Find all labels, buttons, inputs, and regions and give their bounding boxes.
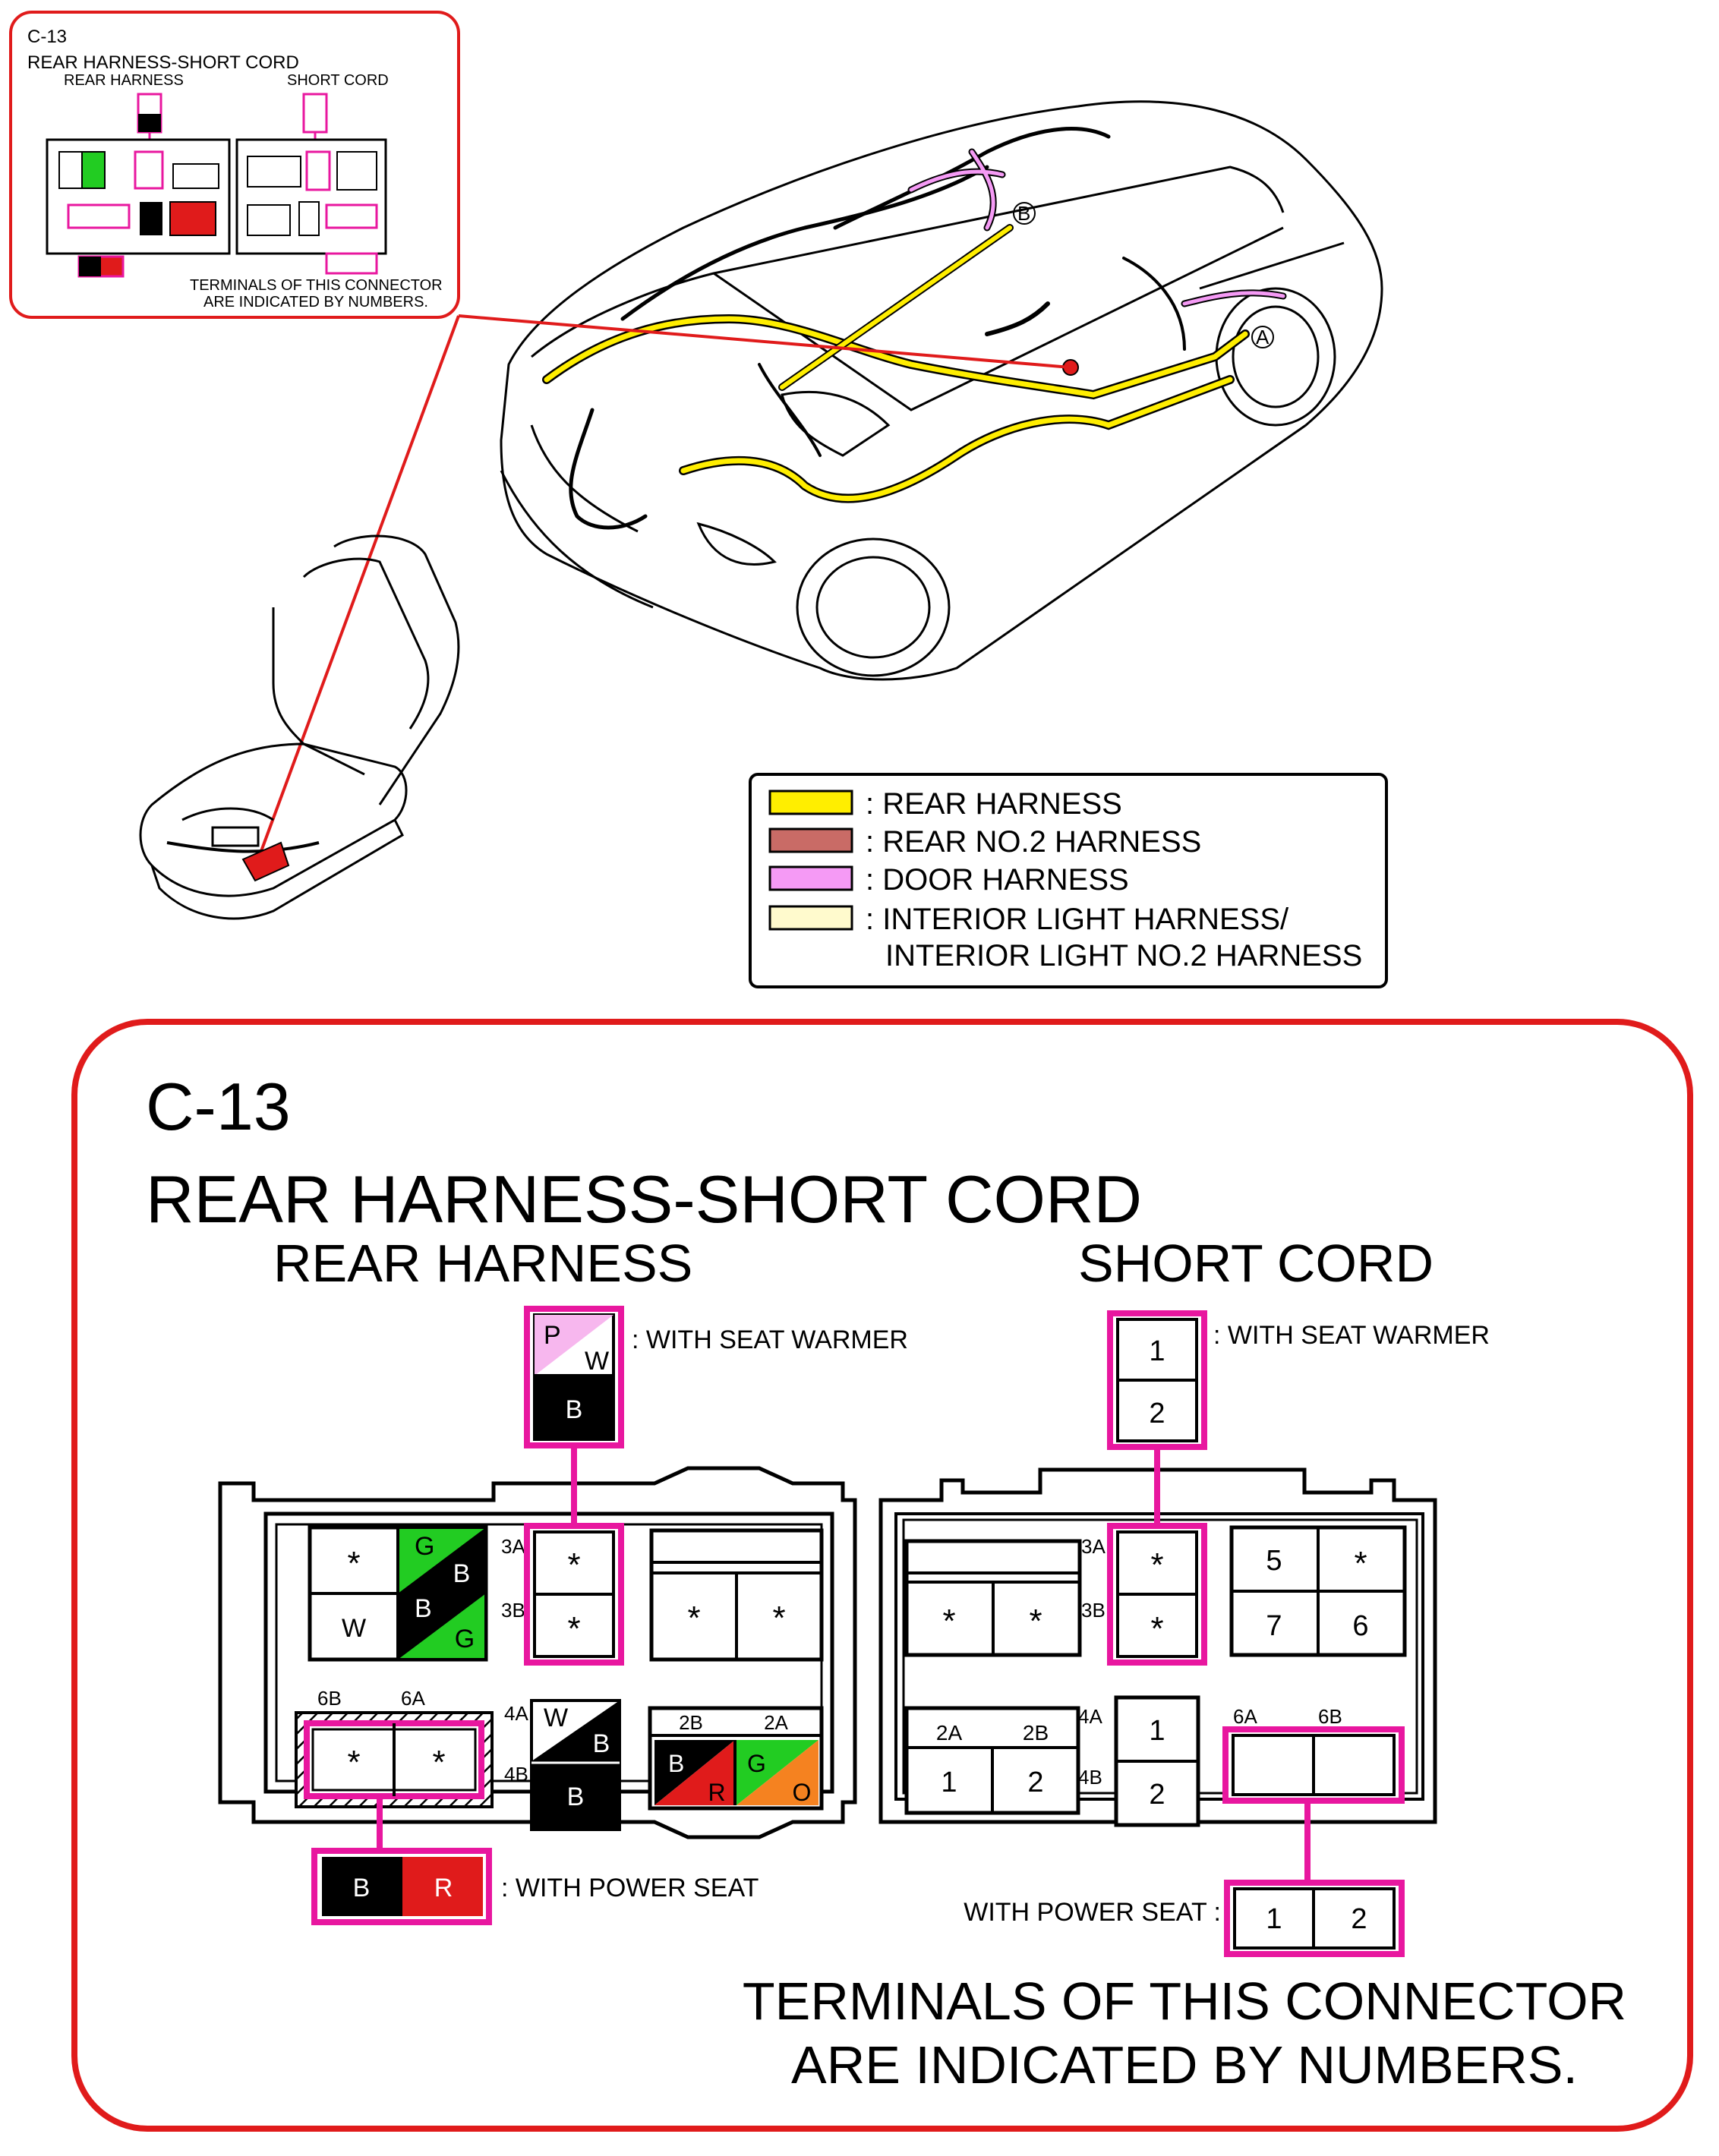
thumb-note-2: ARE INDICATED BY NUMBERS. bbox=[203, 294, 428, 310]
rh-power-b: B bbox=[353, 1874, 371, 1902]
left-connector-name: REAR HARNESS bbox=[273, 1234, 692, 1293]
rh-pin-4a: 4A bbox=[504, 1702, 528, 1725]
legend-label-1: : REAR HARNESS bbox=[866, 787, 1122, 821]
rh-power-seat-label: : WITH POWER SEAT bbox=[501, 1874, 759, 1902]
right-connector-name: SHORT CORD bbox=[1078, 1234, 1434, 1293]
sc-pin-2a: 2A bbox=[936, 1721, 963, 1745]
rh-cell-star-6a: * bbox=[432, 1744, 445, 1781]
rh-wire-g-1: G bbox=[415, 1532, 434, 1561]
sc-pin-6b: 6B bbox=[1318, 1705, 1342, 1728]
rh-wire-g-2: G bbox=[455, 1625, 475, 1653]
rh-warmer-p: P bbox=[544, 1321, 561, 1350]
car-marker-a-ring bbox=[1251, 326, 1274, 348]
thumbnail-inset: C-13 REAR HARNESS-SHORT CORD REAR HARNES… bbox=[9, 11, 460, 319]
terminal-note-1: TERMINALS OF THIS CONNECTOR bbox=[743, 1972, 1626, 2031]
sc-pin-3a: 3A bbox=[1081, 1535, 1106, 1558]
leader-line-car bbox=[458, 314, 1071, 369]
sc-cell-star-5b: * bbox=[1354, 1545, 1367, 1582]
short-cord-connector: * * 3A 3B * * 5 * 7 6 2A 2B 1 2 4A 4B 1 … bbox=[878, 1310, 1490, 1957]
rh-cell-star-3a: * bbox=[567, 1546, 580, 1584]
rh-wire-w-1: W bbox=[342, 1614, 366, 1643]
legend-label-4: : INTERIOR LIGHT HARNESS/ bbox=[866, 903, 1289, 936]
harness-wiring bbox=[542, 127, 1287, 530]
rh-cell-star-1: * bbox=[347, 1545, 360, 1582]
thumb-left-name: REAR HARNESS bbox=[64, 72, 184, 89]
rh-wire-o-2a: O bbox=[793, 1779, 812, 1806]
sc-warmer-2: 2 bbox=[1149, 1398, 1165, 1429]
thumb-title: REAR HARNESS-SHORT CORD bbox=[27, 52, 299, 73]
sc-cell-star-top-b: * bbox=[1029, 1603, 1042, 1640]
rh-pin-2b: 2B bbox=[679, 1711, 703, 1734]
rh-pin-3b: 3B bbox=[501, 1599, 525, 1622]
sc-cell-2a-1: 1 bbox=[941, 1767, 957, 1798]
rh-cell-star-3b: * bbox=[567, 1610, 580, 1647]
rh-pin-6a: 6A bbox=[401, 1687, 425, 1710]
rh-wire-b-4a: B bbox=[593, 1729, 610, 1758]
seat-illustration bbox=[139, 534, 460, 920]
sc-warmer-1: 1 bbox=[1149, 1335, 1165, 1367]
sc-cell-star-3b: * bbox=[1150, 1610, 1163, 1647]
connector-id: C-13 bbox=[146, 1069, 291, 1144]
rh-warmer-b: B bbox=[566, 1395, 583, 1424]
rh-power-r: R bbox=[434, 1874, 453, 1902]
sc-cell-4b-2: 2 bbox=[1149, 1779, 1165, 1811]
rear-harness-connector: * W G B B G 3A 3B * * * * 6B 6A bbox=[218, 1306, 908, 1925]
sc-power-seat-label: WITH POWER SEAT : bbox=[964, 1898, 1221, 1927]
rh-wire-b-2: B bbox=[415, 1594, 432, 1623]
sc-cell-4a-1: 1 bbox=[1149, 1715, 1165, 1747]
rh-cell-star-6b: * bbox=[347, 1744, 360, 1781]
legend-swatch-4 bbox=[768, 905, 853, 931]
rh-cell-star-top-a: * bbox=[687, 1600, 700, 1637]
rh-wire-b-2b: B bbox=[668, 1750, 684, 1777]
rh-wire-b-1: B bbox=[453, 1559, 471, 1588]
car-illustration bbox=[500, 100, 1383, 681]
sc-power-2: 2 bbox=[1351, 1903, 1367, 1935]
sc-pin-4a: 4A bbox=[1078, 1705, 1102, 1728]
legend-label-4b: INTERIOR LIGHT NO.2 HARNESS bbox=[885, 939, 1362, 972]
legend-label-2: : REAR NO.2 HARNESS bbox=[866, 825, 1201, 859]
sc-cell-2b-2: 2 bbox=[1027, 1767, 1043, 1798]
thumb-note-1: TERMINALS OF THIS CONNECTOR bbox=[190, 277, 443, 294]
thumb-connector-id: C-13 bbox=[27, 27, 67, 47]
rh-pin-3a: 3A bbox=[501, 1535, 525, 1558]
sc-cell-6: 6 bbox=[1352, 1610, 1368, 1642]
rh-seat-warmer-label: : WITH SEAT WARMER bbox=[632, 1325, 908, 1354]
rh-cell-star-top-b: * bbox=[772, 1600, 785, 1637]
legend-swatch-3 bbox=[768, 865, 853, 891]
rh-wire-b-4b: B bbox=[567, 1782, 585, 1811]
rh-warmer-w: W bbox=[585, 1347, 609, 1376]
sc-pin-6a: 6A bbox=[1233, 1705, 1257, 1728]
rh-wire-r-2b: R bbox=[708, 1779, 725, 1806]
legend-swatch-1 bbox=[768, 790, 853, 815]
seat-connector-marker bbox=[241, 841, 290, 882]
rh-wire-w-4a: W bbox=[544, 1704, 568, 1732]
sc-pin-3b: 3B bbox=[1081, 1599, 1106, 1622]
car-marker-b: B bbox=[1017, 202, 1030, 225]
car-marker-a: A bbox=[1256, 326, 1270, 348]
car-marker-b-ring bbox=[1013, 202, 1036, 225]
sc-cell-star-3a: * bbox=[1150, 1546, 1163, 1584]
legend-swatch-2 bbox=[768, 827, 853, 853]
sc-cell-star-top-a: * bbox=[942, 1603, 955, 1640]
sc-pin-4b: 4B bbox=[1078, 1766, 1102, 1789]
legend-label-3: : DOOR HARNESS bbox=[866, 863, 1129, 897]
leader-line-seat bbox=[257, 315, 460, 860]
legend: : REAR HARNESS : REAR NO.2 HARNESS : DOO… bbox=[749, 773, 1388, 988]
thumb-right-name: SHORT CORD bbox=[287, 72, 389, 89]
sc-power-1: 1 bbox=[1266, 1903, 1282, 1935]
sc-pin-2b: 2B bbox=[1023, 1721, 1049, 1745]
sc-cell-5: 5 bbox=[1266, 1545, 1282, 1577]
sc-cell-7: 7 bbox=[1266, 1610, 1282, 1642]
rh-wire-g-2a: G bbox=[747, 1750, 766, 1777]
terminal-note-2: ARE INDICATED BY NUMBERS. bbox=[791, 2035, 1578, 2095]
sc-seat-warmer-label: : WITH SEAT WARMER bbox=[1213, 1321, 1490, 1350]
connector-title: REAR HARNESS-SHORT CORD bbox=[146, 1162, 1142, 1237]
rh-pin-2a: 2A bbox=[764, 1711, 788, 1734]
rh-pin-6b: 6B bbox=[317, 1687, 342, 1710]
rh-pin-4b: 4B bbox=[504, 1763, 528, 1786]
